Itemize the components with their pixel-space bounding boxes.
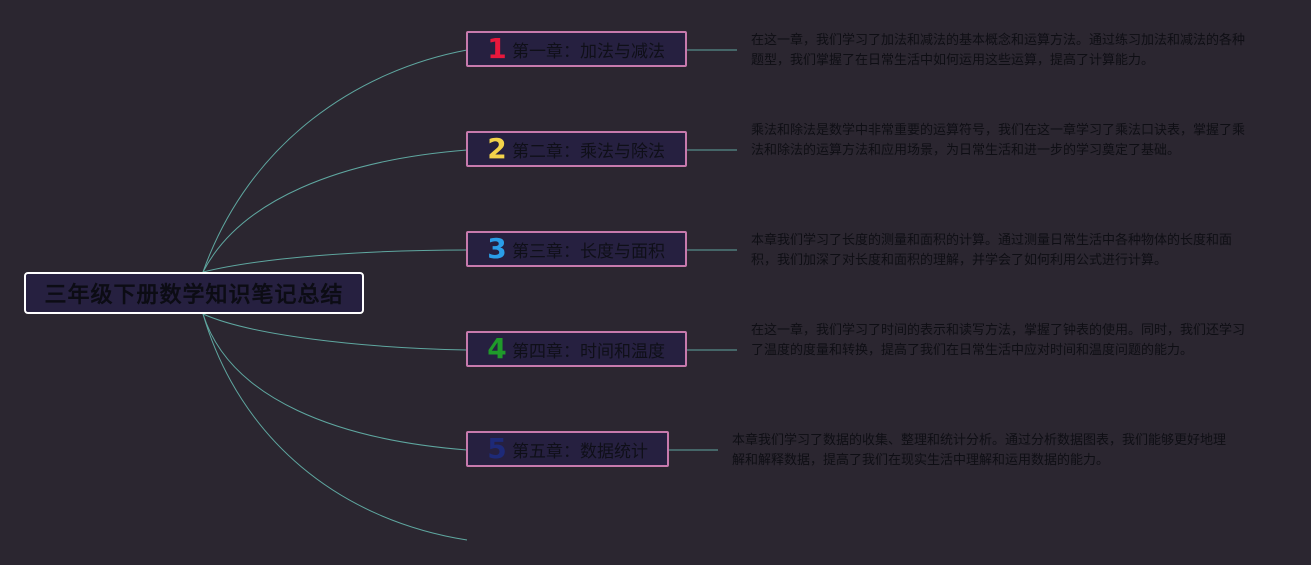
chapter-node-4[interactable]: 4 第四章：时间和温度 bbox=[466, 331, 687, 367]
chapter-description-1: 在这一章，我们学习了加法和减法的基本概念和运算方法。通过练习加法和减法的各种题型… bbox=[751, 33, 1246, 68]
chapter-node-2[interactable]: 2 第二章：乘法与除法 bbox=[466, 131, 687, 167]
chapter-label-4: 第四章：时间和温度 bbox=[512, 341, 665, 362]
branch-line-4 bbox=[202, 313, 468, 351]
branch-line-3 bbox=[202, 249, 468, 273]
branch-line-2 bbox=[202, 149, 468, 273]
chapter-node-5[interactable]: 5 第五章：数据统计 bbox=[466, 431, 669, 467]
chapter-number-1: 1 bbox=[487, 32, 507, 65]
chapter-number-5: 5 bbox=[487, 432, 507, 465]
chapter-node-1[interactable]: 1 第一章：加法与减法 bbox=[466, 31, 687, 67]
chapter-node-3[interactable]: 3 第三章：长度与面积 bbox=[466, 231, 687, 267]
chapter-description-4: 在这一章，我们学习了时间的表示和读写方法，掌握了钟表的使用。同时，我们还学习了温… bbox=[751, 323, 1246, 358]
chapter-label-2: 第二章：乘法与除法 bbox=[512, 141, 665, 162]
chapter-label-5: 第五章：数据统计 bbox=[512, 441, 648, 462]
chapter-description-5: 本章我们学习了数据的收集、整理和统计分析。通过分析数据图表，我们能够更好地理解和… bbox=[732, 433, 1227, 468]
chapter-description-3: 本章我们学习了长度的测量和面积的计算。通过测量日常生活中各种物体的长度和面积，我… bbox=[751, 233, 1233, 268]
branch-line-1 bbox=[202, 49, 468, 273]
branch-line-6 bbox=[202, 313, 468, 541]
chapter-number-4: 4 bbox=[487, 332, 507, 365]
chapter-label-1: 第一章：加法与减法 bbox=[512, 41, 665, 62]
branch-line-5 bbox=[202, 313, 468, 451]
root-topic[interactable]: 三年级下册数学知识笔记总结 bbox=[24, 272, 364, 314]
root-title: 三年级下册数学知识笔记总结 bbox=[44, 283, 344, 308]
chapter-number-3: 3 bbox=[487, 232, 507, 265]
chapter-label-3: 第三章：长度与面积 bbox=[512, 241, 665, 262]
chapter-description-2: 乘法和除法是数学中非常重要的运算符号，我们在这一章学习了乘法口诀表，掌握了乘法和… bbox=[751, 123, 1246, 158]
chapter-number-2: 2 bbox=[487, 132, 507, 165]
